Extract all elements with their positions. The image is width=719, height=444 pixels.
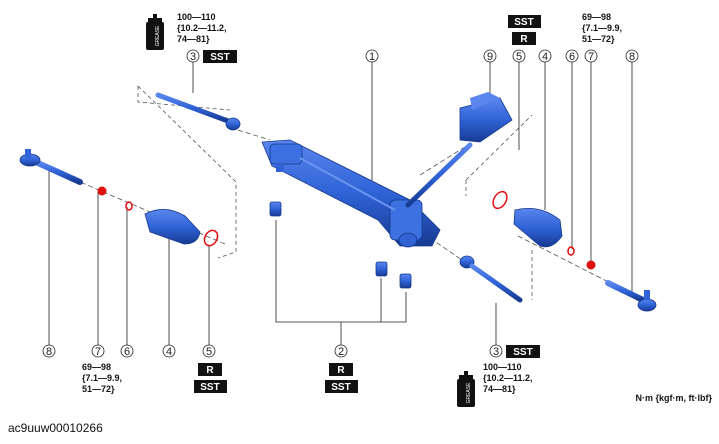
boot-left <box>144 209 201 245</box>
svg-text:9: 9 <box>487 51 493 63</box>
svg-text:SST: SST <box>210 52 229 63</box>
grease-can-icon: GREASE <box>457 371 475 407</box>
svg-text:{7.1—9.9,: {7.1—9.9, <box>82 373 122 383</box>
callout-4-left: 4 <box>162 344 176 358</box>
svg-text:GREASE: GREASE <box>155 25 161 47</box>
torque-tie-end-bottom: 69—98 {7.1—9.9, 51—72} <box>82 362 122 394</box>
svg-text:4: 4 <box>166 346 172 358</box>
svg-text:R: R <box>337 365 345 376</box>
svg-text:SST: SST <box>514 17 533 28</box>
r-badge-bottom-left: R <box>198 363 222 376</box>
svg-text:69—98: 69—98 <box>82 362 111 372</box>
svg-text:GREASE: GREASE <box>466 382 472 404</box>
svg-text:74—81}: 74—81} <box>177 34 210 44</box>
callout-4-right: 4 <box>538 49 552 63</box>
svg-text:7: 7 <box>588 51 594 63</box>
svg-text:{10.2—11.2,: {10.2—11.2, <box>177 23 227 33</box>
input-shaft <box>405 92 513 208</box>
parts <box>19 92 657 312</box>
svg-text:4: 4 <box>542 51 548 63</box>
torque-tie-rod-top: 100—110 {10.2—11.2, 74—81} <box>177 12 227 44</box>
callout-8-left: 8 <box>42 344 56 358</box>
callout-7-left: 7 <box>91 344 105 358</box>
callout-7-right: 7 <box>584 49 598 63</box>
callout-6-right: 6 <box>565 49 579 63</box>
tie-rod-left <box>155 92 241 131</box>
svg-text:6: 6 <box>569 51 575 63</box>
dashed-groups <box>137 85 533 300</box>
lock-nut-left <box>97 186 107 196</box>
torque-tie-rod-bottom: 100—110 {10.2—11.2, 74—81} <box>483 362 533 394</box>
mount-bushing-2 <box>375 261 388 277</box>
badges: SST SST R R SST R SST SST <box>194 15 541 393</box>
svg-text:{10.2—11.2,: {10.2—11.2, <box>483 373 533 383</box>
svg-text:R: R <box>520 34 528 45</box>
svg-text:6: 6 <box>124 346 130 358</box>
r-badge-bottom-center: R <box>329 363 353 376</box>
document-id: ac9uuw00010266 <box>8 421 103 435</box>
tie-rod-end-left <box>19 149 83 185</box>
svg-text:8: 8 <box>629 51 635 63</box>
mount-bushing-1 <box>269 201 282 217</box>
callout-2: 2 <box>334 344 348 358</box>
callout-5-right: 5 <box>512 49 526 63</box>
svg-text:74—81}: 74—81} <box>483 384 516 394</box>
lock-nut-right <box>586 260 596 270</box>
svg-text:69—98: 69—98 <box>582 12 611 22</box>
boot-right <box>513 207 563 248</box>
svg-text:SST: SST <box>513 347 532 358</box>
callouts: 1 9 5 4 6 7 8 3 8 7 6 4 5 2 3 <box>42 49 639 358</box>
tie-rod-end-right <box>605 280 657 312</box>
svg-text:5: 5 <box>516 51 522 63</box>
grease-can-icon: GREASE <box>146 14 164 50</box>
clip-right <box>567 246 575 256</box>
svg-text:51—72}: 51—72} <box>82 384 115 394</box>
steering-gear-housing <box>261 139 441 248</box>
svg-text:100—110: 100—110 <box>177 12 216 22</box>
sst-badge-bottom-center: SST <box>325 380 358 393</box>
torque-tie-end-top: 69—98 {7.1—9.9, 51—72} <box>582 12 622 44</box>
svg-text:SST: SST <box>200 382 219 393</box>
leader-lines <box>48 62 633 345</box>
callout-1: 1 <box>365 49 379 63</box>
svg-text:8: 8 <box>46 346 52 358</box>
svg-text:{7.1—9.9,: {7.1—9.9, <box>582 23 622 33</box>
sst-badge-bottom-right: SST <box>506 345 540 358</box>
callout-5-left: 5 <box>202 344 216 358</box>
svg-text:3: 3 <box>493 346 499 358</box>
tie-rod-right <box>459 255 523 303</box>
sst-badge-top-right: SST <box>508 15 541 28</box>
callout-6-left: 6 <box>120 344 134 358</box>
svg-text:2: 2 <box>338 346 344 358</box>
svg-text:7: 7 <box>95 346 101 358</box>
svg-text:51—72}: 51—72} <box>582 34 615 44</box>
svg-text:1: 1 <box>369 51 375 63</box>
callout-9: 9 <box>483 49 497 63</box>
svg-text:R: R <box>206 365 214 376</box>
clip-left <box>125 201 133 211</box>
svg-text:100—110: 100—110 <box>483 362 522 372</box>
boot-band-right <box>492 190 508 210</box>
sst-badge-bottom-left: SST <box>194 380 227 393</box>
callout-8-right: 8 <box>625 49 639 63</box>
svg-text:SST: SST <box>331 382 350 393</box>
svg-text:3: 3 <box>190 51 196 63</box>
mount-bushing-3 <box>399 273 412 289</box>
callout-3-bottom: 3 <box>489 344 503 358</box>
sst-badge-top-left: SST <box>203 50 237 63</box>
boot-band-left <box>203 229 219 247</box>
svg-text:5: 5 <box>206 346 212 358</box>
torque-units: N·m {kgf·m, ft·lbf} <box>636 393 713 403</box>
callout-3-top: 3 <box>186 49 200 63</box>
r-badge-top-right: R <box>512 32 536 45</box>
